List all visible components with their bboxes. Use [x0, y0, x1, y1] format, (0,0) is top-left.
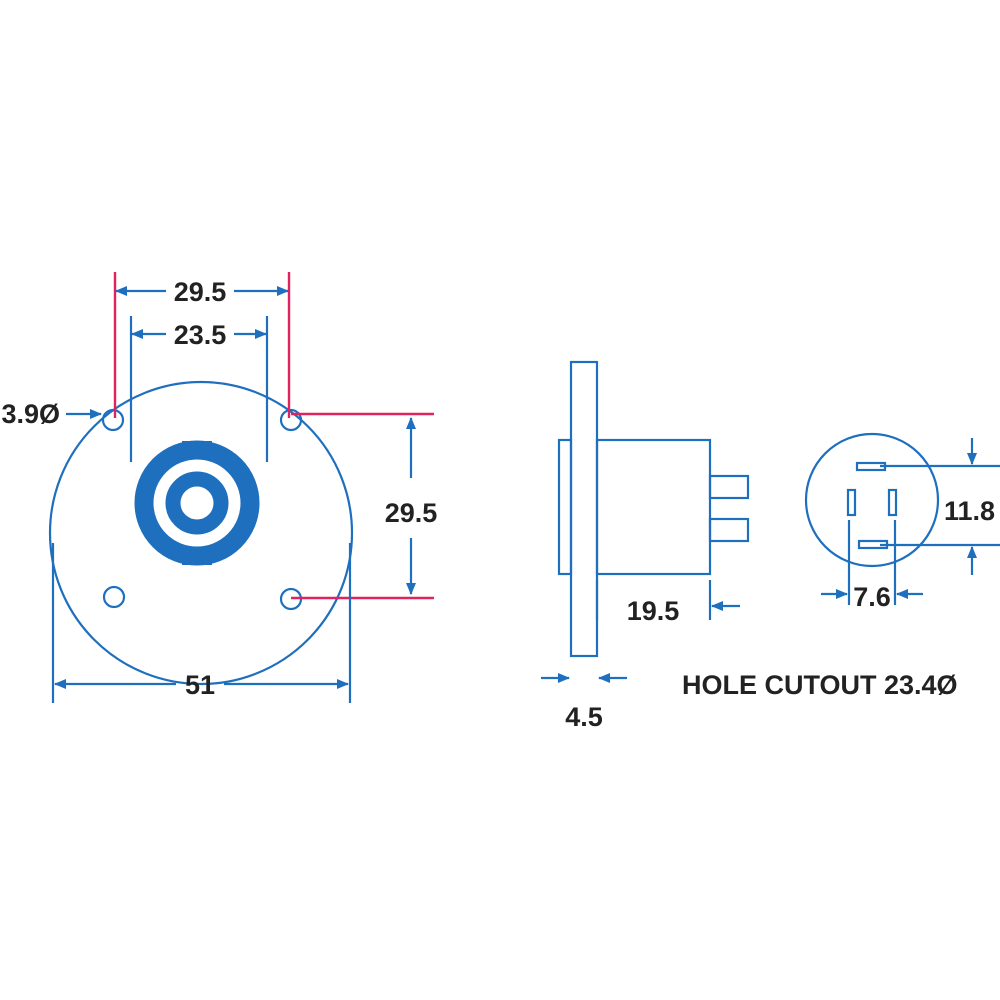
side-flange: [569, 360, 599, 658]
rear-contact-pins: [846, 461, 898, 550]
dimension-flange-thickness: 4.5: [541, 673, 627, 732]
dimension-body-depth: 19.5: [627, 596, 740, 626]
hole-spacing-outer-label: 29.5: [174, 277, 227, 307]
mounting-hole-top-right: [279, 408, 303, 432]
rear-body-outline: [804, 432, 940, 568]
side-view: 19.5 4.5 HOLE CUTOUT 23.4Ø: [541, 360, 958, 732]
mounting-hole-top-left: [101, 408, 125, 432]
dimension-pin-height: 11.8: [944, 438, 995, 575]
front-view: 29.5 23.5 3.9Ø 29.5 51: [1, 272, 437, 703]
flange-diameter-label: 51: [185, 670, 215, 700]
dimension-hole-spacing-inner: 23.5: [131, 320, 267, 350]
flange-outline: [48, 380, 354, 686]
flange-thickness-label: 4.5: [565, 702, 603, 732]
mounting-hole-diameter-label: 3.9Ø: [1, 399, 60, 429]
side-front-lip: [557, 438, 573, 576]
hole-cutout-note: HOLE CUTOUT 23.4Ø: [682, 670, 958, 700]
pin-width-label: 7.6: [853, 582, 891, 612]
side-body: [595, 438, 712, 576]
pin-height-label: 11.8: [944, 496, 995, 526]
rear-view: 11.8 7.6: [804, 432, 1000, 612]
dimension-vertical-hole-spacing: 29.5: [385, 417, 438, 595]
mounting-hole-bottom-left: [102, 585, 126, 609]
socket-icon: [134, 440, 260, 566]
vertical-hole-spacing-label: 29.5: [385, 498, 438, 528]
dimension-pin-width: 7.6: [821, 582, 923, 612]
hole-spacing-inner-label: 23.5: [174, 320, 227, 350]
dimension-mounting-hole-diameter: 3.9Ø: [1, 399, 102, 429]
body-depth-label: 19.5: [627, 596, 680, 626]
side-terminal-pins: [708, 474, 750, 543]
dimension-flange-diameter: 51: [54, 670, 349, 700]
dimension-hole-spacing-outer: 29.5: [115, 277, 289, 307]
